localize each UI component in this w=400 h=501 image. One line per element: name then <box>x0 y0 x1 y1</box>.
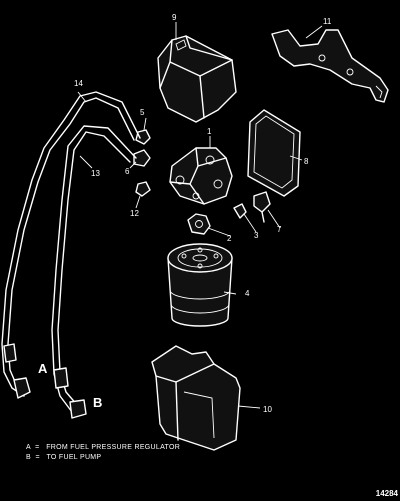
callout-6: 6 <box>125 167 130 176</box>
part-8-plate <box>247 109 301 197</box>
callout-14: 14 <box>74 79 83 88</box>
legend-line-a: A = FROM FUEL PRESSURE REGULATOR <box>26 444 181 451</box>
legend-line-b: B = TO FUEL PUMP <box>26 454 102 461</box>
part-10-shield <box>151 345 241 451</box>
part-4-filter <box>167 243 233 327</box>
callout-2: 2 <box>227 234 232 243</box>
leader-lines <box>77 22 323 409</box>
part-1-filter-head <box>169 147 233 205</box>
figure-number: 14284 <box>375 489 398 498</box>
callout-11: 11 <box>323 17 332 26</box>
callout-10: 10 <box>263 405 272 414</box>
callout-8: 8 <box>304 157 309 166</box>
part-11-bracket <box>271 29 389 103</box>
part-9-cover <box>157 35 237 123</box>
callout-4: 4 <box>245 289 250 298</box>
part-14-fuel-line <box>1 91 141 399</box>
part-5-fitting <box>135 129 151 145</box>
callout-9: 9 <box>172 13 177 22</box>
part-6-fitting <box>133 149 151 167</box>
legend: A = FROM FUEL PRESSURE REGULATOR B = TO … <box>26 443 180 463</box>
part-7-bolt <box>253 191 271 223</box>
callout-12: 12 <box>130 209 139 218</box>
callout-3: 3 <box>254 231 259 240</box>
callout-13: 13 <box>91 169 100 178</box>
line-label-a: A <box>38 361 48 376</box>
line-label-b: B <box>93 395 102 410</box>
callout-5: 5 <box>140 108 145 117</box>
part-3-bolt <box>233 203 247 219</box>
callout-1: 1 <box>207 127 212 136</box>
part-2-nut <box>187 213 211 235</box>
callout-7: 7 <box>277 225 282 234</box>
part-13-fuel-line <box>51 125 137 419</box>
part-12-fitting <box>135 181 151 197</box>
